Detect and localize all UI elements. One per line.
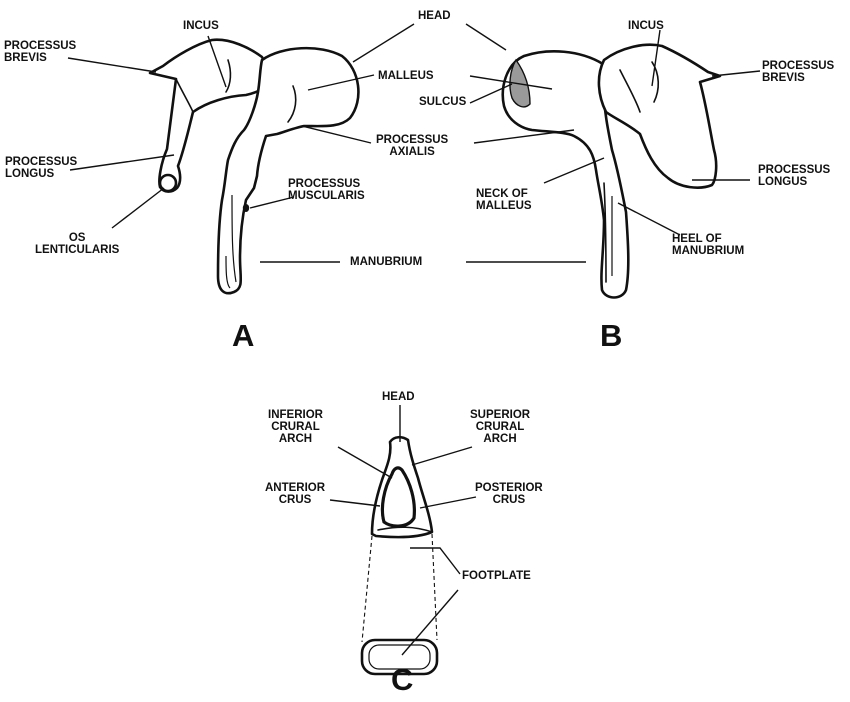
label-a-processus-muscularis: PROCESSUS MUSCULARIS: [288, 178, 365, 202]
label-a-os-lenticularis: OS LENTICULARIS: [35, 232, 119, 256]
figure-b-bones: [503, 45, 720, 298]
label-processus-axialis: PROCESSUS AXIALIS: [376, 134, 448, 158]
panel-label-b: B: [600, 318, 622, 354]
label-b-heel-of-manubrium: HEEL OF MANUBRIUM: [672, 233, 744, 257]
panel-label-c: C: [391, 662, 413, 698]
label-b-processus-brevis: PROCESSUS BREVIS: [762, 60, 834, 84]
figure-a-bones: [150, 40, 358, 293]
figure-c-bones: [362, 437, 437, 674]
label-b-sulcus: SULCUS: [419, 96, 466, 108]
label-a-incus: INCUS: [183, 20, 219, 32]
label-c-anterior-crus: ANTERIOR CRUS: [265, 482, 325, 506]
label-c-footplate: FOOTPLATE: [462, 570, 531, 582]
label-manubrium: MANUBRIUM: [350, 256, 422, 268]
label-c-posterior-crus: POSTERIOR CRUS: [475, 482, 543, 506]
label-c-superior-crural-arch: SUPERIOR CRURAL ARCH: [470, 409, 530, 445]
label-c-head: HEAD: [382, 391, 415, 403]
label-b-processus-longus: PROCESSUS LONGUS: [758, 164, 830, 188]
label-a-processus-longus: PROCESSUS LONGUS: [5, 156, 77, 180]
label-b-incus: INCUS: [628, 20, 664, 32]
label-head: HEAD: [418, 10, 451, 22]
label-malleus: MALLEUS: [378, 70, 434, 82]
label-c-inferior-crural-arch: INFERIOR CRURAL ARCH: [268, 409, 323, 445]
label-a-processus-brevis: PROCESSUS BREVIS: [4, 40, 76, 64]
label-b-neck-of-malleus: NECK OF MALLEUS: [476, 188, 532, 212]
panel-label-a: A: [232, 318, 254, 354]
